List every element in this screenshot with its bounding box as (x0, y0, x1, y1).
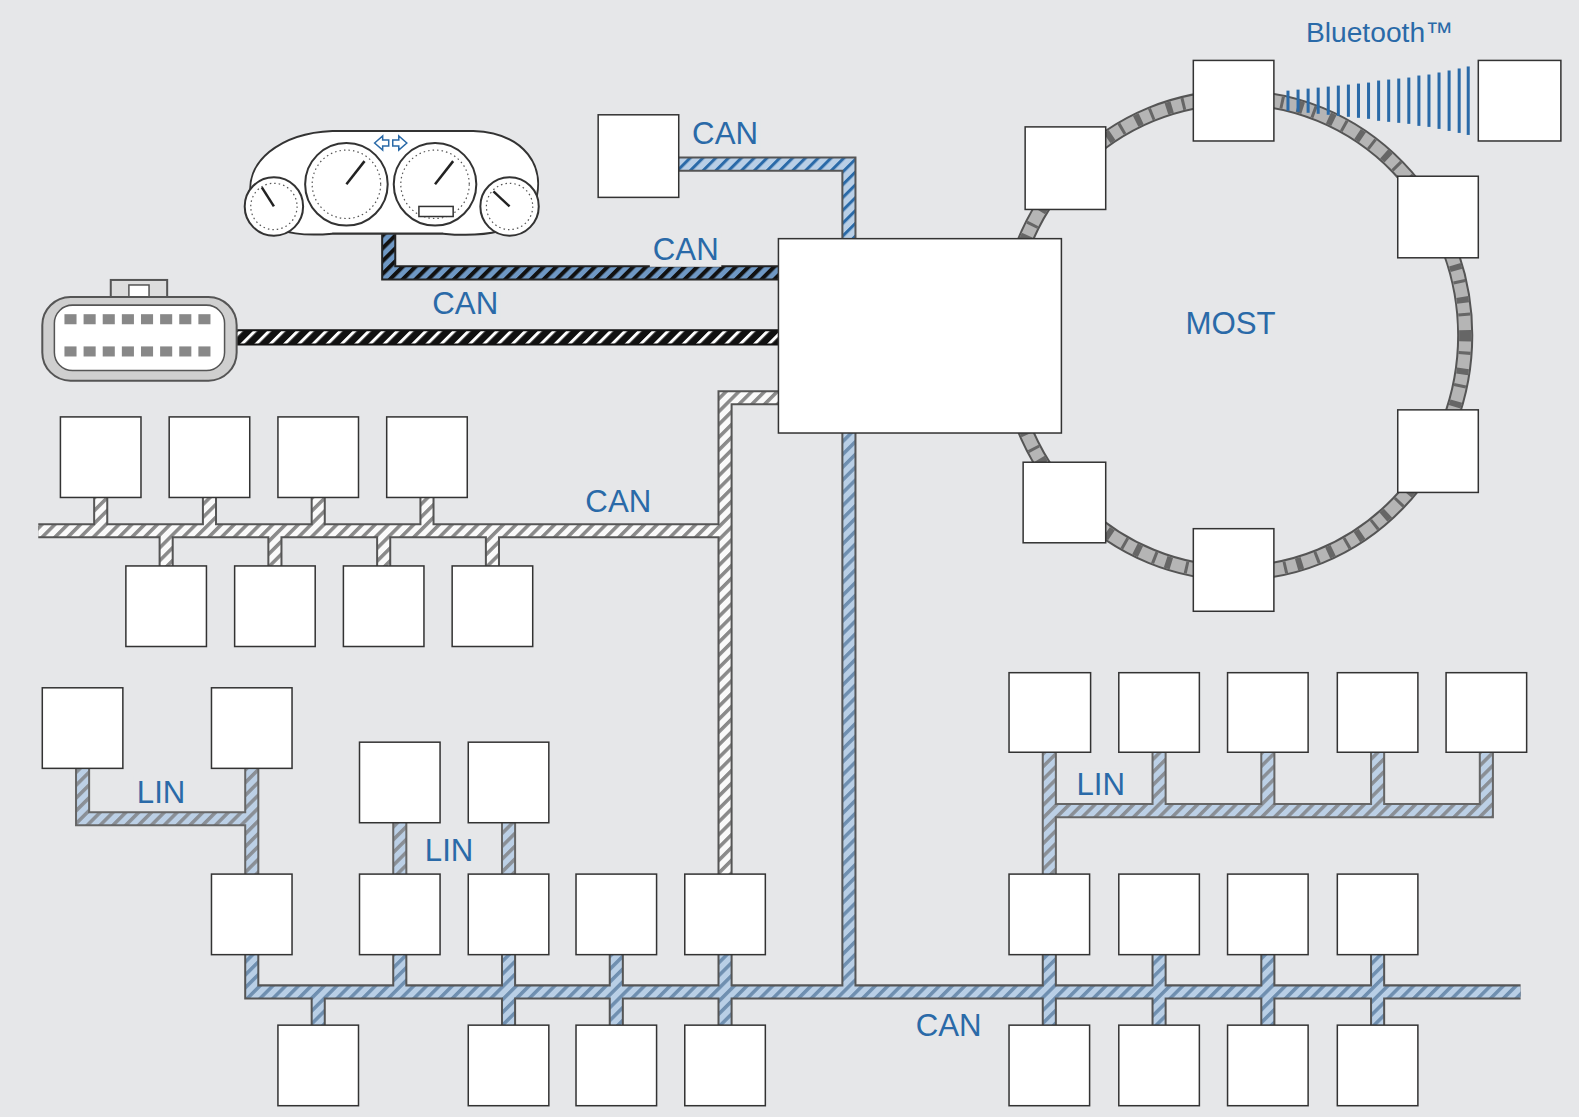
ring-label: MOST (1182, 307, 1278, 341)
diagnostic-connector (42, 280, 236, 381)
instrument-cluster (245, 131, 539, 236)
bus-label: CAN (582, 484, 654, 518)
bus-label: LIN (1073, 768, 1128, 802)
bus-label: CAN (429, 287, 501, 321)
bus-label: CAN (913, 1009, 985, 1043)
bus-label: LIN (134, 775, 189, 809)
bus-label: CAN (689, 117, 761, 151)
bus-label: CAN (650, 233, 722, 267)
bus-label: LIN (422, 834, 477, 868)
bluetooth-label: Bluetooth™ (1303, 18, 1456, 49)
